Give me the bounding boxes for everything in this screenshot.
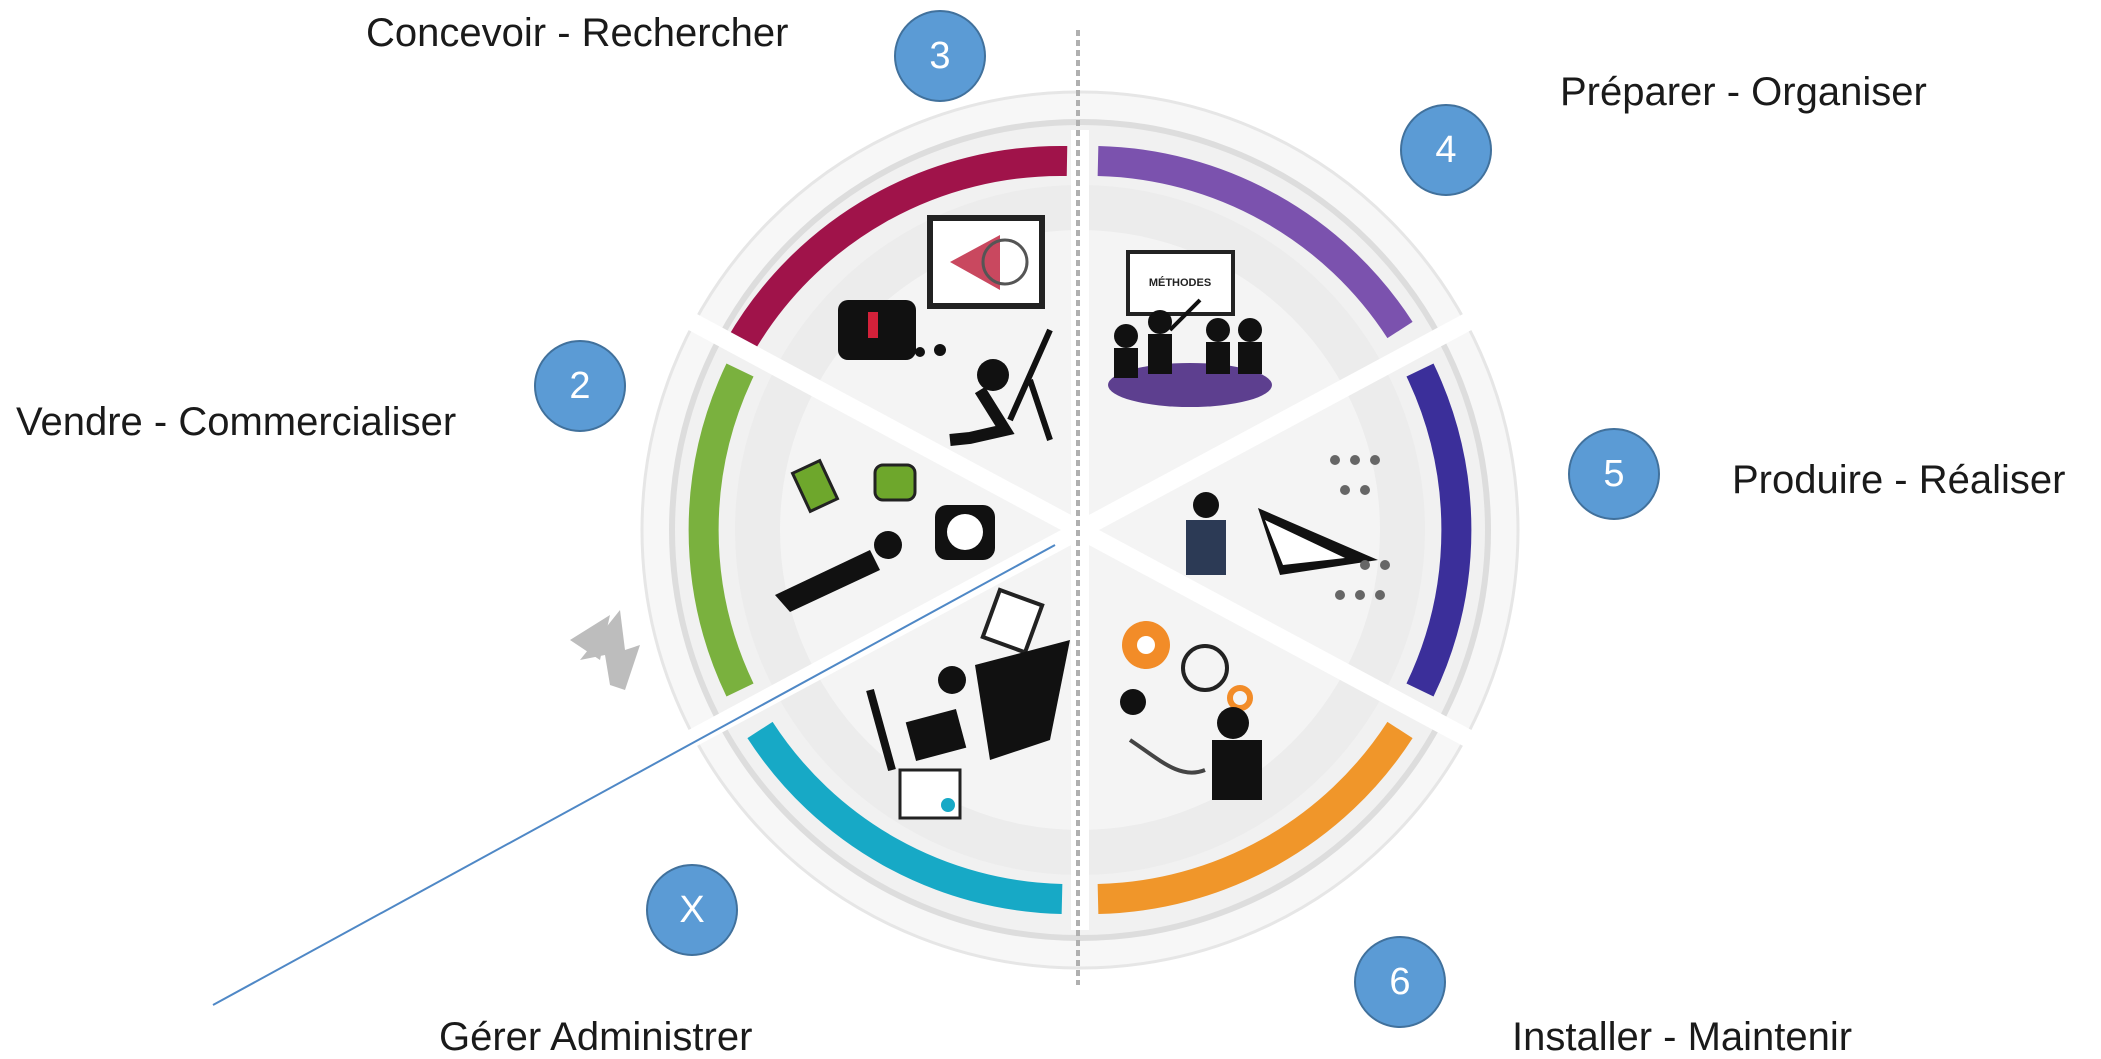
badge-concevoir: 3 (894, 10, 986, 102)
arc-produire (1406, 363, 1472, 697)
badge-gerer: X (646, 864, 738, 956)
designer-at-drafting-table-icon (838, 215, 1053, 446)
sales-handshake-icon (775, 458, 995, 612)
arc-gerer (747, 721, 1063, 914)
label-vendre: Vendre - Commercialiser (16, 400, 457, 444)
label-preparer: Préparer - Organiser (1560, 70, 1927, 114)
badge-vendre: 2 (534, 340, 626, 432)
label-installer: Installer - Maintenir (1512, 1015, 1853, 1059)
arrow-up-left-icon (570, 610, 640, 690)
technician-with-gears-icon (1120, 621, 1262, 800)
arc-concevoir (727, 145, 1068, 354)
badge-produire: 5 (1568, 428, 1660, 520)
badge-installer: 6 (1354, 936, 1446, 1028)
methodes-board-text: MÉTHODES (1149, 276, 1211, 289)
connector-line (212, 544, 1056, 1006)
label-produire: Produire - Réaliser (1732, 458, 2066, 502)
arc-preparer (1097, 146, 1413, 339)
label-gerer: Gérer Administrer (439, 1015, 753, 1059)
badge-preparer: 4 (1400, 104, 1492, 196)
label-concevoir: Concevoir - Rechercher (366, 11, 789, 55)
worker-with-wrench-icon (1186, 455, 1390, 600)
meeting-presentation-icon: MÉTHODES (1108, 250, 1272, 407)
arc-installer (1097, 721, 1413, 914)
office-desk-computer-icon (866, 587, 1070, 820)
arc-vendre (688, 363, 754, 697)
